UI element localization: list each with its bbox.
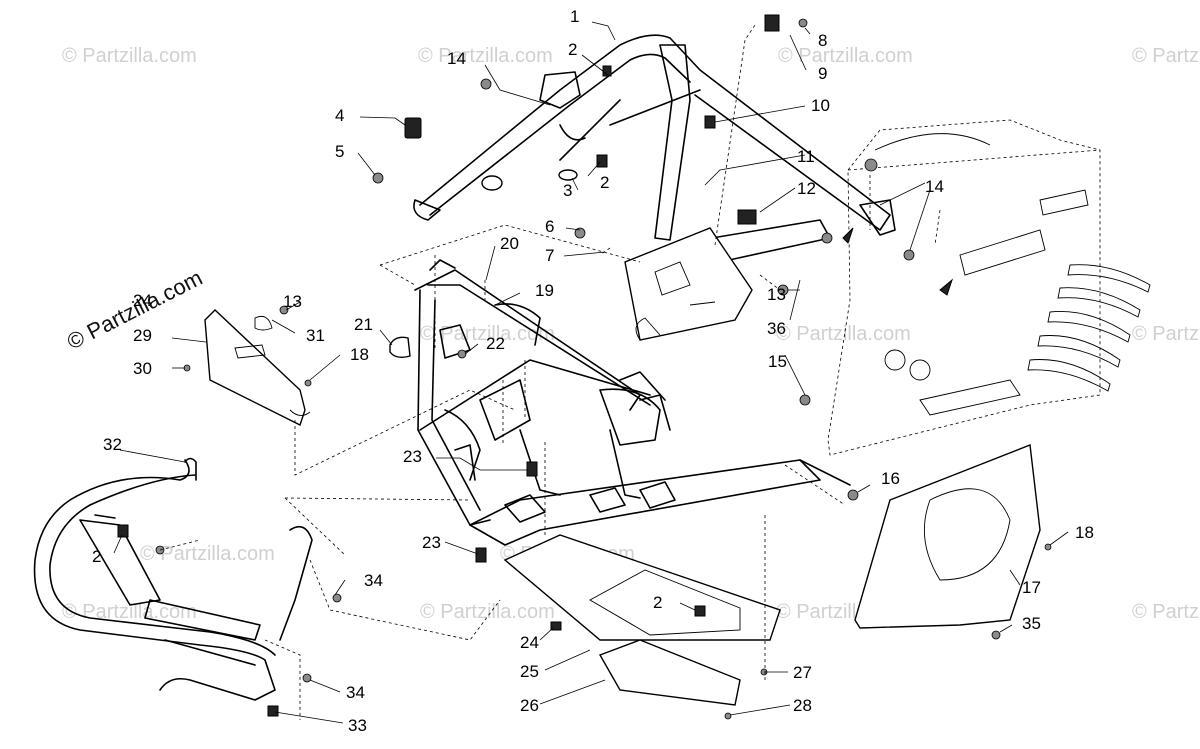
callout-8: 8 xyxy=(818,31,827,50)
watermark: © Partzilla.com xyxy=(62,45,197,67)
callout-13: 13 xyxy=(767,285,786,304)
watermark: © Partzilla.com xyxy=(778,45,913,67)
steering-support xyxy=(413,34,896,263)
callout-26: 26 xyxy=(520,696,539,715)
callout-6: 6 xyxy=(545,217,554,236)
callout-23: 23 xyxy=(422,533,441,552)
skid-plate xyxy=(503,534,781,706)
side-panel xyxy=(204,309,311,426)
callout-17: 17 xyxy=(1022,578,1041,597)
watermark: © Partzilla.com xyxy=(62,601,197,623)
callout-22: 22 xyxy=(486,334,505,353)
watermark: © Partzilla.com xyxy=(420,323,555,345)
callout-4: 4 xyxy=(335,106,344,125)
callout-34: 34 xyxy=(364,571,383,590)
callout-24: 24 xyxy=(520,633,539,652)
callout-1: 1 xyxy=(570,7,579,26)
callout-12: 12 xyxy=(797,179,816,198)
watermark: © Partzilla.com xyxy=(776,323,911,345)
callout-14: 14 xyxy=(447,49,466,68)
callout-11: 11 xyxy=(797,147,815,166)
steering-guard xyxy=(624,227,753,341)
front-bumper xyxy=(33,457,313,701)
callout-2: 2 xyxy=(653,593,662,612)
tunnel-slots xyxy=(1027,264,1151,392)
watermark: © Partzilla.com xyxy=(1132,45,1200,67)
callout-2: 2 xyxy=(92,547,101,566)
right-side-panel xyxy=(854,444,1041,629)
callout-24: 24 xyxy=(133,291,152,310)
callout-7: 7 xyxy=(545,246,554,265)
tunnel-panel xyxy=(827,119,1151,456)
callout-18: 18 xyxy=(350,345,369,364)
callout-21: 21 xyxy=(354,315,373,334)
callout-20: 20 xyxy=(500,234,519,253)
callout-14: 14 xyxy=(925,177,944,196)
callout-30: 30 xyxy=(133,359,152,378)
callout-29: 29 xyxy=(133,326,152,345)
watermark: © Partzilla.com xyxy=(140,543,275,565)
callout-15: 15 xyxy=(768,352,787,371)
callout-35: 35 xyxy=(1022,614,1041,633)
watermark: © Partzilla.com xyxy=(420,601,555,623)
callout-25: 25 xyxy=(520,662,539,681)
leader-lines xyxy=(113,21,1069,724)
callout-18: 18 xyxy=(1075,523,1094,542)
front-frame xyxy=(414,259,851,546)
watermark: © Partzilla.com xyxy=(418,45,553,67)
callout-33: 33 xyxy=(348,716,367,735)
callout-36: 36 xyxy=(767,319,786,338)
callout-16: 16 xyxy=(881,469,900,488)
callout-9: 9 xyxy=(818,64,827,83)
callout-19: 19 xyxy=(535,281,554,300)
callout-2: 2 xyxy=(568,40,577,59)
watermark: © Partzilla.com xyxy=(1132,601,1200,623)
callout-3: 3 xyxy=(563,181,572,200)
watermark: © Partzilla.com xyxy=(1132,323,1200,345)
callout-10: 10 xyxy=(811,96,830,115)
callout-34: 34 xyxy=(346,683,365,702)
callout-28: 28 xyxy=(793,696,812,715)
callout-13: 13 xyxy=(283,292,302,311)
callout-labels: 1 2 2 2 2 3 4 5 6 7 8 9 10 11 12 13 13 1… xyxy=(92,7,1094,735)
callout-23: 23 xyxy=(403,447,422,466)
hardware xyxy=(117,14,1052,720)
callout-32: 32 xyxy=(103,435,122,454)
callout-2: 2 xyxy=(600,173,609,192)
callout-5: 5 xyxy=(335,142,344,161)
callout-31: 31 xyxy=(306,326,325,345)
callout-27: 27 xyxy=(793,663,812,682)
